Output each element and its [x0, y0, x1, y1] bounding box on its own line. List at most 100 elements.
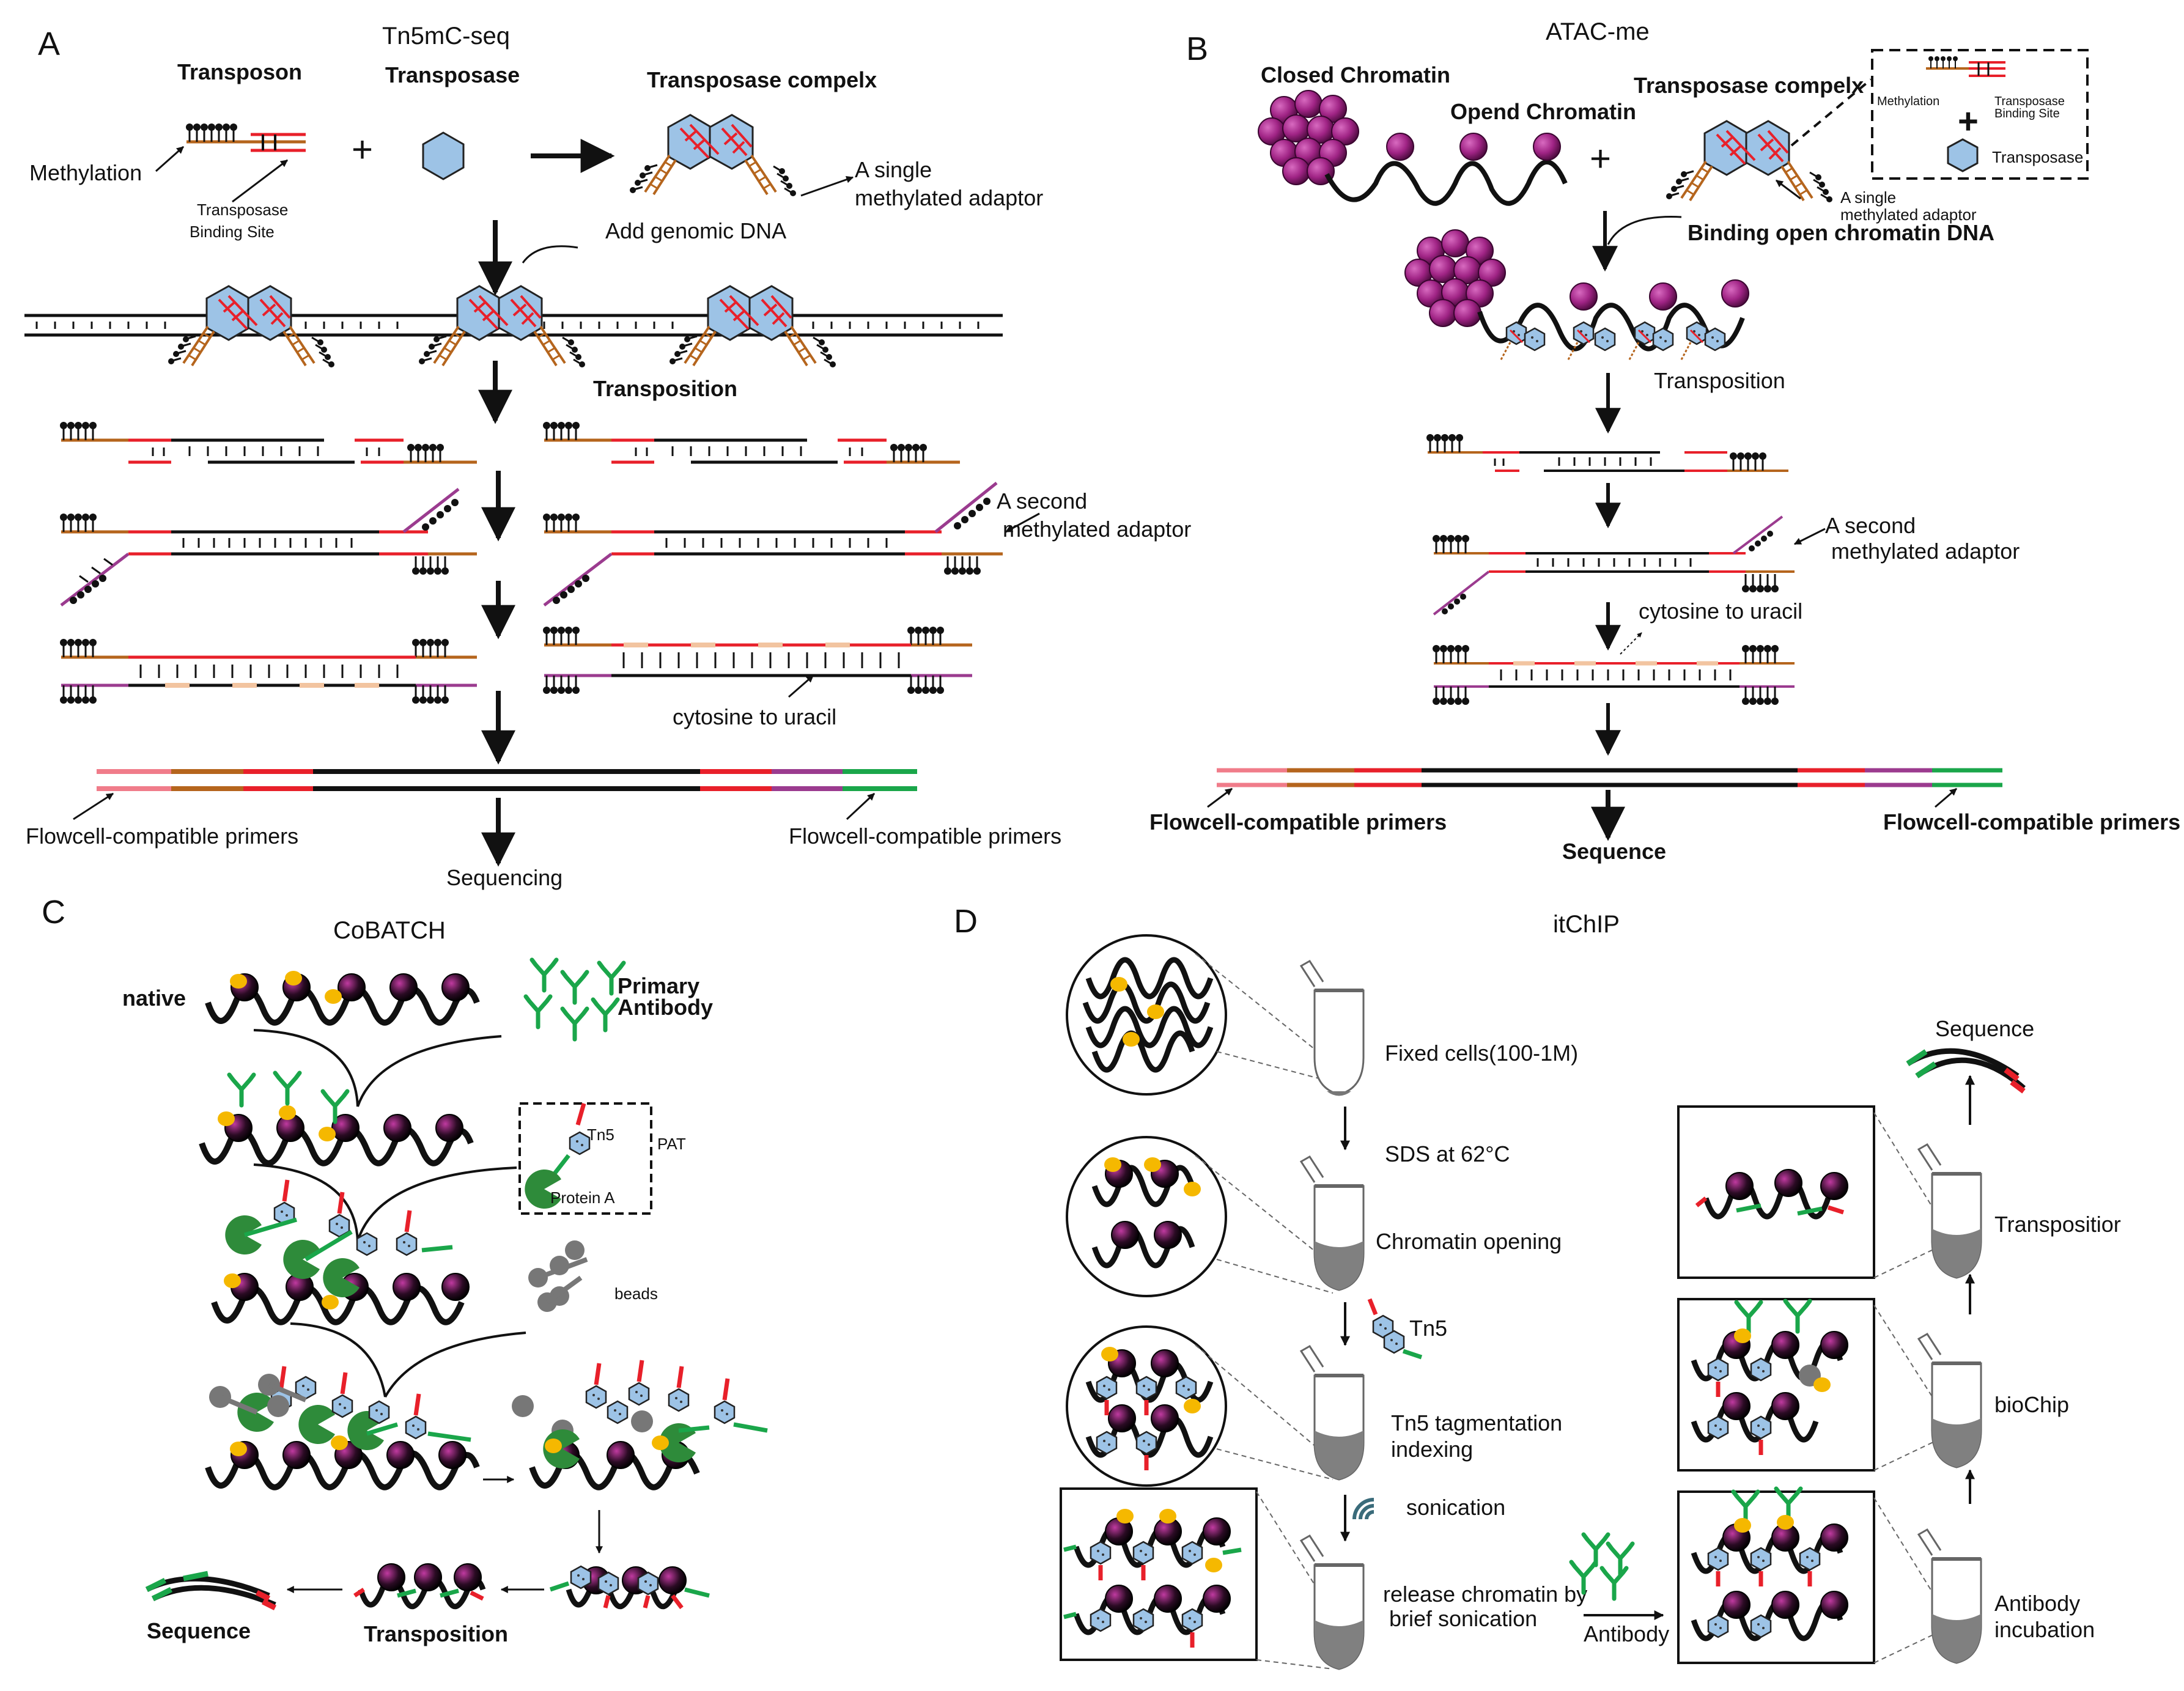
binding-site-arrow	[232, 159, 288, 203]
panel-b: B ATAC-me Closed Chromatin Opend Chromat…	[1149, 18, 2180, 864]
merge-lines-c2	[253, 1163, 517, 1242]
methylation-label: Methylation	[29, 160, 142, 185]
tagmented-chromatin-circle	[1066, 1325, 1227, 1487]
tagmentation-label-1: Tn5 tagmentation	[1391, 1410, 1562, 1435]
second-adaptor-label-b-2: methylated adaptor	[1831, 539, 2020, 564]
tn5-label-c: Tn5	[587, 1125, 614, 1144]
second-adaptor-label-2: methylated adaptor	[1003, 517, 1191, 542]
biochip-label: bioChip	[1994, 1392, 2069, 1417]
transposition-label-b: Transposition	[1654, 368, 1785, 393]
primer-left-arrow-b	[1207, 787, 1233, 808]
single-adaptor-arrow-b	[1776, 179, 1801, 200]
single-adaptor-label-2: methylated adaptor	[855, 185, 1043, 210]
panel-c: C CoBATCH native Primary Antibody	[42, 894, 768, 1646]
primary-antibody-label-2: Antibody	[618, 995, 713, 1020]
binding-site-label-1: Transposase	[197, 201, 288, 219]
inset-binding-site-label-2: Binding Site	[1994, 107, 2060, 120]
second-adaptor-label-b-1: A second	[1825, 513, 1916, 538]
c-to-u-arrow-b	[1620, 632, 1642, 655]
plus-sign-b: +	[1590, 138, 1611, 179]
inset-binding-site-label-1: Transposase	[1994, 95, 2065, 108]
primary-antibodies	[526, 960, 624, 1039]
panel-c-letter: C	[42, 894, 65, 930]
panel-a-title: Tn5mC-seq	[382, 23, 510, 50]
bead-bound-chromatin-right	[512, 1360, 768, 1490]
panel-a: A Tn5mC-seq Transposon Transposase Trans…	[24, 23, 1191, 890]
single-adaptor-arrow	[800, 175, 854, 197]
add-genomic-dna-label: Add genomic DNA	[605, 218, 786, 243]
merge-lines-c1	[253, 1029, 502, 1107]
second-adaptor-arrow	[1005, 512, 1040, 533]
primer-right-arrow-a	[846, 792, 876, 820]
closed-chromatin-label: Closed Chromatin	[1261, 62, 1450, 87]
primers-left-label-b: Flowcell-compatible primers	[1149, 809, 1447, 834]
complex-label-b: Transposase compelx	[1634, 73, 1864, 98]
d-left-leaders	[1195, 953, 1334, 1670]
pat-label: PAT	[657, 1135, 686, 1153]
transposase-label: Transposase	[385, 62, 520, 87]
d-right-leaders	[1873, 1112, 1939, 1663]
pat-bound-chromatin	[211, 1179, 470, 1325]
antibody-incubation-label-2: incubation	[1994, 1617, 2095, 1642]
primer-left-arrow-a	[73, 792, 114, 820]
sequence-label-b: Sequence	[1562, 839, 1666, 864]
protein-a-label: Protein A	[550, 1188, 615, 1207]
inset-plus: +	[1958, 101, 1979, 141]
c-to-u-label-b: cytosine to uracil	[1639, 599, 1802, 624]
genomic-dna-strip	[24, 285, 1003, 369]
panel-d-letter: D	[954, 903, 978, 940]
c-to-u-arrow-a	[788, 674, 814, 698]
fragments-b-row-2	[1431, 515, 1795, 616]
transposon-label: Transposon	[177, 59, 302, 84]
primer-library-b	[1217, 768, 2002, 787]
binding-label-b: Binding open chromatin DNA	[1688, 220, 1994, 245]
merge-lines-c3	[290, 1322, 526, 1398]
inset-methylation-label: Methylation	[1877, 95, 1939, 108]
native-label: native	[122, 985, 186, 1011]
sonication-label: sonication	[1406, 1495, 1505, 1520]
sequence-label-c: Sequence	[147, 1618, 251, 1643]
transposition-box-d	[1677, 1105, 1875, 1279]
bound-chromatin-cluster	[1404, 229, 1749, 361]
native-chromatin	[205, 971, 480, 1026]
c-to-u-label-a: cytosine to uracil	[673, 704, 836, 729]
tn5-label-d: Tn5	[1409, 1316, 1447, 1341]
inset-leader-b	[1790, 78, 1872, 147]
bead-bound-chromatin	[205, 1366, 480, 1490]
antibody-incubation-label-1: Antibody	[1994, 1591, 2080, 1616]
single-adaptor-label-1: A single	[855, 157, 932, 182]
release-label-1: release chromatin by	[1383, 1582, 1587, 1607]
second-adaptor-label-1: A second	[997, 488, 1087, 514]
tube-1-pellet	[1327, 1091, 1351, 1096]
panel-d: D itChIP	[954, 903, 2121, 1669]
antibody-label-d: Antibody	[1584, 1621, 1669, 1646]
beads-icon	[528, 1240, 588, 1312]
fragments-b-row-1	[1425, 433, 1788, 472]
sequence-label-d: Sequence	[1935, 1016, 2034, 1041]
release-label-2: brief sonication	[1389, 1606, 1537, 1631]
tagmentation-label-2: indexing	[1391, 1437, 1473, 1462]
open-chromatin-label: Opend Chromatin	[1450, 99, 1636, 124]
binding-site-label-2: Binding Site	[190, 223, 275, 241]
panel-c-title: CoBATCH	[333, 917, 446, 944]
fixed-cells-circle	[1066, 934, 1227, 1096]
inset-box-b: Methylation Transposase Binding Site + T…	[1871, 49, 2089, 180]
single-adaptor-label-b-2: methylated adaptor	[1840, 205, 1977, 224]
antibody-incubation-box	[1677, 1489, 1875, 1664]
transposition-label-d: Transpositior	[1994, 1212, 2121, 1237]
inset-transposase-label: Transposase	[1992, 148, 2083, 166]
pat-box: Tn5 Protein A	[518, 1102, 652, 1215]
sequence-reads-d	[1906, 1048, 2026, 1094]
open-chromatin-fiber	[1324, 133, 1568, 206]
tn5-icon-d	[1367, 1298, 1423, 1360]
fixed-cells-label: Fixed cells(100-1M)	[1385, 1041, 1578, 1066]
panel-b-title: ATAC-me	[1546, 18, 1650, 45]
released-chromatin	[549, 1565, 710, 1610]
panel-b-letter: B	[1186, 31, 1208, 67]
antibody-bound-chromatin	[199, 1073, 474, 1166]
fragments-row-2	[59, 482, 1003, 606]
wifi-icon	[1352, 1498, 1374, 1520]
primer-library-a	[97, 769, 917, 791]
tube-1	[1301, 961, 1363, 1094]
